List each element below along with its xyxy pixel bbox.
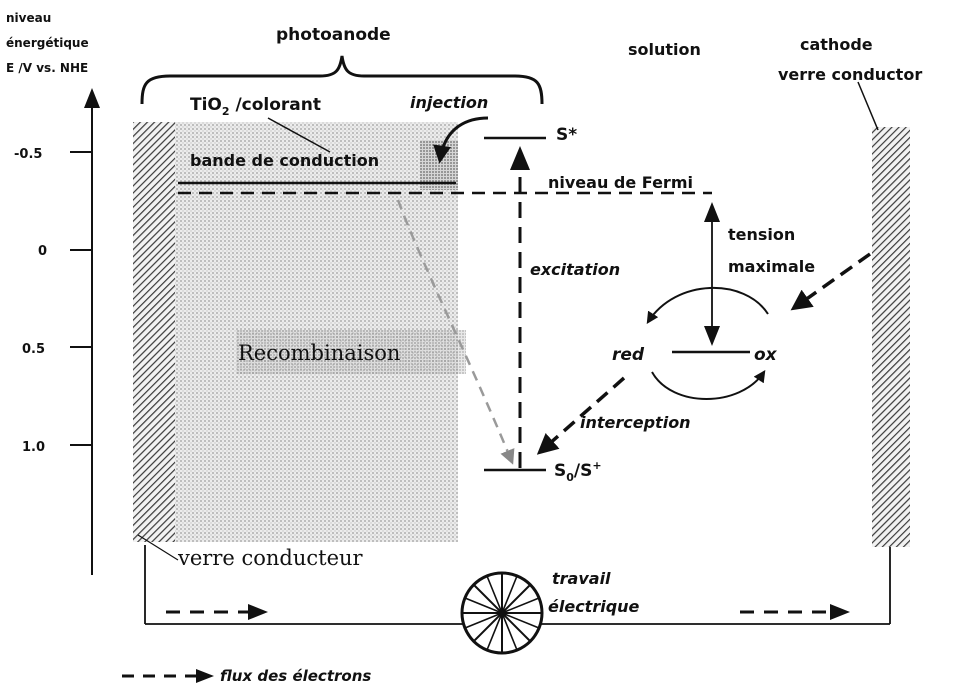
energy-axis: niveau énergétique E /V vs. NHE -0.5 0 0… xyxy=(6,11,100,575)
injection-label: injection xyxy=(410,93,488,112)
electron-flow-arrowhead-right xyxy=(830,604,850,620)
axis-tick-label: 1.0 xyxy=(22,440,45,455)
cathode-label-line2: verre conductor xyxy=(778,65,922,84)
tio2-leader-line xyxy=(267,117,331,153)
tio2-colorant-label: TiO2 /colorant xyxy=(190,95,321,118)
recombination-arrow xyxy=(396,199,515,465)
tension-label-line2: maximale xyxy=(728,257,815,276)
solution-label: solution xyxy=(628,40,701,59)
axis-tick-label: 0.5 xyxy=(22,342,45,357)
axis-title-line3: E /V vs. NHE xyxy=(6,61,88,75)
travail-label-line2: électrique xyxy=(548,597,640,616)
s-star-label: S* xyxy=(556,125,577,145)
ox-to-red-arc xyxy=(646,286,769,325)
excitation-arrowhead xyxy=(510,146,530,170)
external-circuit: travail électrique xyxy=(144,545,891,655)
cathode-leader-line xyxy=(857,81,879,131)
recombination-label-bg xyxy=(236,330,466,374)
tension-arrowhead-up xyxy=(704,202,720,222)
cathode-glass-plate xyxy=(872,127,910,547)
legend: flux des électrons xyxy=(122,667,371,685)
photoanode-brace xyxy=(140,55,544,105)
axis-tick-label: -0.5 xyxy=(14,147,42,162)
s0-splus-label: S0/S+ xyxy=(554,459,602,484)
energy-axis-arrowhead xyxy=(84,88,100,108)
cathode-to-ox-arrow xyxy=(790,252,872,311)
electron-flow-arrowhead-left xyxy=(248,604,268,620)
anode-glass-leader xyxy=(137,534,179,561)
tension-arrowhead-down xyxy=(704,326,720,346)
anode-glass-plate xyxy=(133,122,175,542)
axis-tick-label: 0 xyxy=(38,244,47,259)
red-to-ox-arc xyxy=(651,370,766,400)
red-label: red xyxy=(612,345,645,365)
legend-flux-label: flux des électrons xyxy=(220,667,371,685)
conduction-band-label: bande de conduction xyxy=(190,151,379,170)
travail-label-line1: travail xyxy=(552,569,611,588)
excitation-label: excitation xyxy=(530,260,620,279)
tension-label-line1: tension xyxy=(728,225,795,244)
axis-title-line2: énergétique xyxy=(6,36,89,50)
injection-arrow xyxy=(433,116,489,164)
anode-glass-label: verre conducteur xyxy=(177,546,364,570)
fermi-level-label: niveau de Fermi xyxy=(548,173,693,192)
ox-label: ox xyxy=(754,345,778,365)
recombination-label: Recombinaison xyxy=(238,341,400,365)
load-wheel-icon xyxy=(460,571,544,655)
photoanode-label: photoanode xyxy=(276,25,391,45)
axis-title-line1: niveau xyxy=(6,11,51,25)
legend-arrowhead xyxy=(196,669,214,683)
cathode-label-line1: cathode xyxy=(800,35,873,54)
interception-label: interception xyxy=(580,413,691,432)
interception-arrow xyxy=(536,376,626,455)
photoanode-brace-group: photoanode xyxy=(140,25,544,105)
